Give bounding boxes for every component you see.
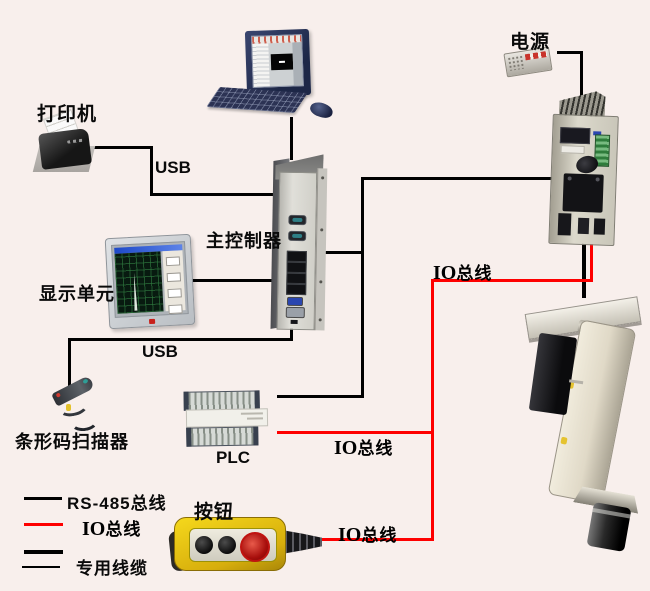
display-bezel bbox=[111, 241, 189, 318]
wire-power-h bbox=[557, 51, 583, 54]
wire-io-top-h bbox=[431, 279, 593, 282]
wire-scanner-h bbox=[68, 338, 293, 341]
scanner-led bbox=[66, 404, 71, 411]
label-io-bus-plc: IO总线 bbox=[334, 437, 394, 459]
display-side-panel bbox=[162, 250, 186, 315]
plc-terminal-row bbox=[186, 426, 259, 447]
computer-screen bbox=[251, 34, 304, 88]
computer-sidebar bbox=[252, 43, 270, 87]
computer-panel bbox=[292, 42, 303, 86]
wire-computer-controller bbox=[290, 117, 293, 160]
label-plc: PLC bbox=[216, 448, 250, 467]
computer-mouse-image bbox=[308, 99, 335, 121]
ethernet-port-icon bbox=[286, 250, 307, 263]
plc-image bbox=[181, 387, 270, 451]
wire-rs485-to-plc bbox=[277, 395, 364, 398]
legend-rs485-label: RS-485总线 bbox=[67, 494, 167, 513]
wire-display-controller bbox=[186, 279, 279, 282]
display-waveform-area bbox=[114, 251, 164, 314]
legend-io-line bbox=[24, 523, 63, 526]
display-logo bbox=[148, 318, 156, 325]
pushbutton-pendant-image bbox=[168, 515, 322, 572]
drive-plug bbox=[593, 218, 606, 235]
serial-port-icon bbox=[288, 214, 307, 226]
ethernet-port-icon bbox=[286, 261, 307, 274]
computer-monitor-image bbox=[244, 28, 312, 98]
black-button-icon bbox=[218, 536, 236, 554]
legend-rs485-line bbox=[24, 497, 62, 500]
drive-body bbox=[548, 113, 619, 247]
label-pushbutton: 按钮 bbox=[194, 502, 235, 523]
emergency-stop-button-icon bbox=[240, 532, 270, 562]
legend-dedicated-line-thick bbox=[24, 550, 63, 554]
label-barcode-scanner: 条形码扫描器 bbox=[15, 432, 129, 452]
serial-port-icon bbox=[288, 230, 307, 242]
wire-rs485-to-drive bbox=[361, 177, 553, 180]
cylinder-actuator-image bbox=[522, 293, 648, 555]
black-button-icon bbox=[195, 536, 213, 554]
label-io-bus-drive: IO总线 bbox=[433, 262, 493, 284]
controller-front-panel bbox=[276, 171, 318, 331]
wire-power-v bbox=[580, 51, 583, 97]
plc-module-body bbox=[185, 408, 269, 428]
wire-rs485-vertical bbox=[361, 177, 364, 398]
wire-printer-h2 bbox=[150, 193, 278, 196]
wire-printer-v bbox=[150, 146, 153, 196]
controller-connector bbox=[290, 319, 298, 324]
wire-controller-stub bbox=[322, 251, 364, 254]
usb-port-icon bbox=[286, 283, 307, 296]
vga-port-icon bbox=[286, 296, 304, 307]
label-usb-scanner: USB bbox=[142, 342, 178, 361]
label-main-controller: 主控制器 bbox=[206, 231, 282, 251]
drive-plug bbox=[557, 213, 572, 236]
drive-plug bbox=[577, 217, 590, 235]
wire-scanner-v2 bbox=[68, 338, 71, 386]
wire-dedicated-cable bbox=[582, 240, 586, 298]
label-io-bus-button: IO总线 bbox=[338, 524, 398, 546]
label-usb-printer: USB bbox=[155, 158, 191, 177]
legend-dedicated-label: 专用线缆 bbox=[76, 559, 148, 578]
legend-io-label: IO总线 bbox=[82, 518, 142, 540]
waveform-spike bbox=[130, 273, 142, 311]
dsub-port-icon bbox=[285, 306, 305, 319]
wire-io-button-h bbox=[316, 538, 434, 541]
wire-io-vertical bbox=[431, 279, 434, 541]
wire-printer-h1 bbox=[92, 146, 153, 149]
label-power: 电源 bbox=[510, 32, 551, 53]
usb-port-icon bbox=[286, 272, 307, 285]
label-printer: 打印机 bbox=[37, 104, 98, 125]
drive-label bbox=[560, 145, 585, 154]
drive-display-window bbox=[559, 127, 591, 145]
computer-viewport bbox=[270, 53, 294, 71]
label-display-unit: 显示单元 bbox=[39, 284, 115, 304]
display-unit-image bbox=[104, 233, 196, 330]
wire-io-plc-h bbox=[277, 431, 434, 434]
servo-drive-image bbox=[546, 90, 623, 247]
pendant-panel bbox=[189, 528, 277, 562]
printer-image bbox=[37, 128, 93, 170]
pendant-body bbox=[174, 517, 286, 571]
drive-connector-box bbox=[562, 173, 604, 213]
wire-io-drive-stub bbox=[590, 240, 593, 282]
actuator-tip bbox=[586, 502, 632, 552]
legend-dedicated-line-thin bbox=[22, 566, 60, 568]
controller-mount-rail bbox=[314, 168, 328, 331]
